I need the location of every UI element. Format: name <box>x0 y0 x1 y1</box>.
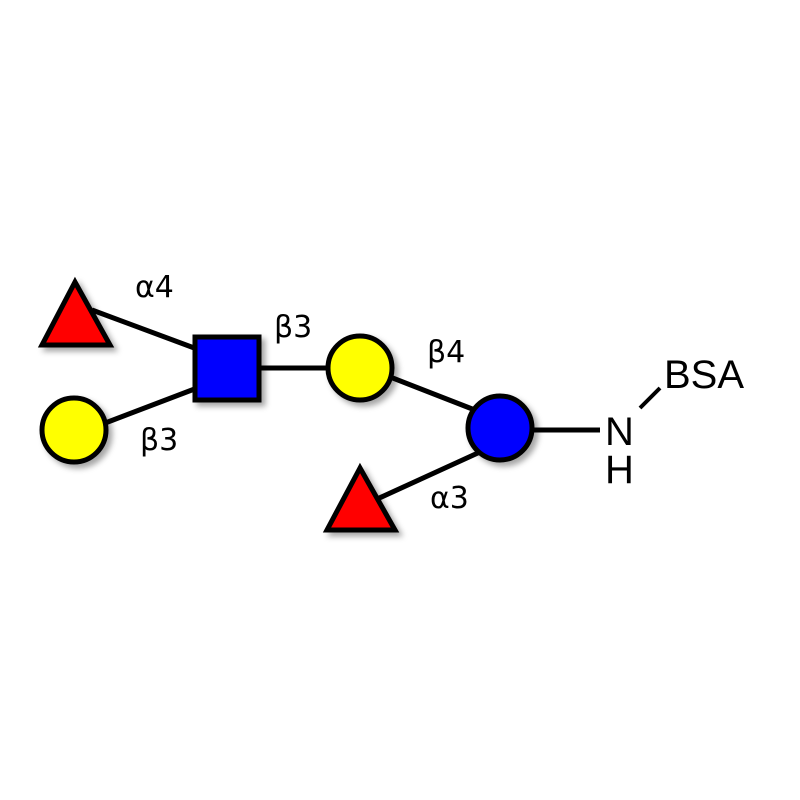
linkage-label-beta3-gal1: β3 <box>140 423 178 458</box>
nitrogen-atom-label: N <box>605 410 634 454</box>
linkage-label-beta4: β4 <box>427 335 465 370</box>
glucose-circle <box>465 393 535 463</box>
bonds <box>91 307 662 503</box>
glcnac-square <box>192 334 262 403</box>
bond-fuc1-glcnac <box>91 307 206 355</box>
galactose-circle-left <box>39 395 109 465</box>
bsa-carrier-label: BSA <box>664 353 744 397</box>
linkage-label-alpha4: α4 <box>135 270 174 305</box>
fucose-triangle-top <box>37 276 115 348</box>
linkage-label-alpha3: α3 <box>430 481 469 516</box>
fucose-triangle-bottom <box>322 462 400 533</box>
hydrogen-atom-label: H <box>605 448 634 492</box>
linkage-label-beta3-glcnac: β3 <box>274 310 312 345</box>
bond-gal2-glc <box>384 372 481 415</box>
galactose-circle-middle <box>325 333 395 403</box>
bond-n-bsa <box>638 386 662 410</box>
bond-fuc2-glc <box>373 449 482 503</box>
bond-gal1-glcnac <box>99 382 206 428</box>
